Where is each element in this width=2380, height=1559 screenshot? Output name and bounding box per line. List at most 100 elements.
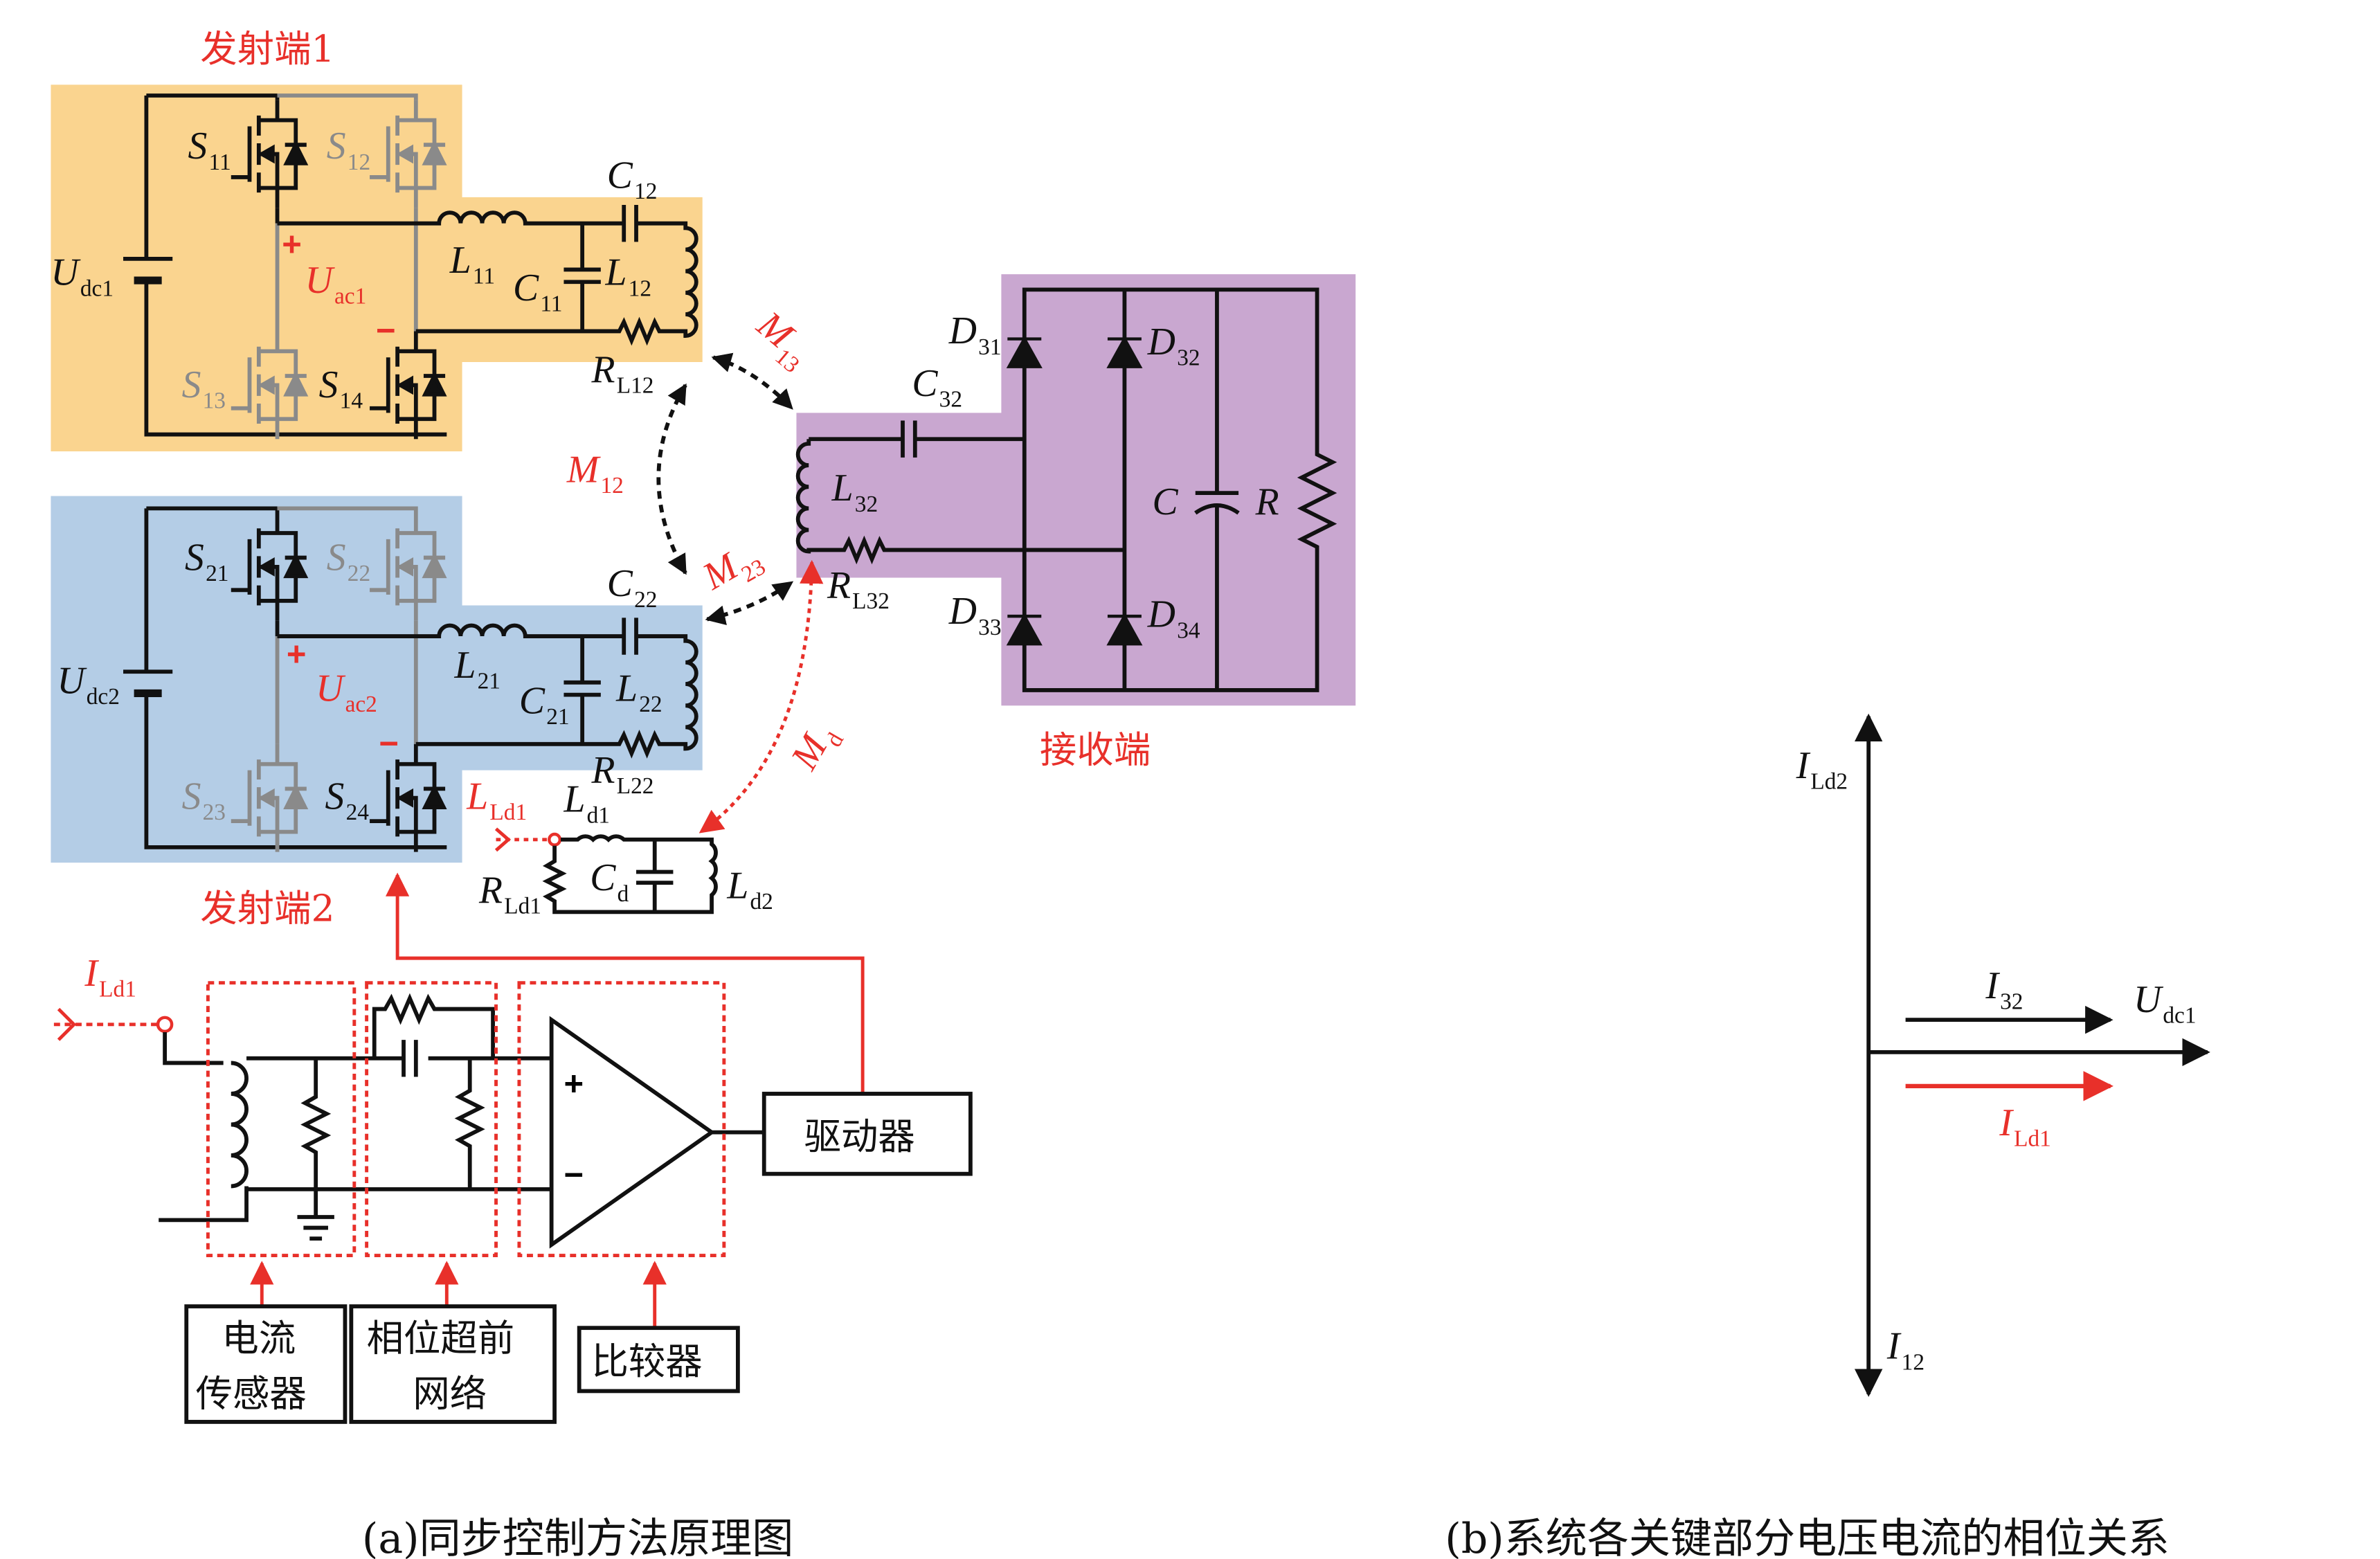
mutual-inductance-arrows [656, 352, 824, 833]
uac1-minus: − [376, 312, 396, 350]
uac2-plus: + [287, 636, 307, 673]
label-symbol: I [1886, 1325, 1902, 1368]
driver-box [761, 1092, 973, 1176]
label-subscript: 21 [478, 669, 501, 694]
label-symbol: C [607, 562, 633, 605]
label-subscript: 12 [629, 276, 651, 301]
receiver-circuit [795, 287, 1337, 692]
current-sensor-box [184, 1304, 348, 1424]
label-subscript: 11 [473, 263, 495, 289]
phase-lead-label-1: 相位超前 [367, 1317, 515, 1360]
label-symbol: R [1255, 480, 1279, 523]
label-subscript: d2 [750, 889, 773, 914]
label-symbol: I [1985, 964, 2000, 1007]
label-symbol: L [615, 667, 638, 710]
label-symbol: S [185, 536, 204, 579]
current-sensor-label-2: 传感器 [196, 1372, 307, 1416]
comparator-minus: − [564, 1156, 584, 1193]
label-subscript: Ld1 [504, 894, 541, 919]
label-symbol: R [478, 869, 503, 912]
transmitter-2-title: 发射端2 [200, 887, 334, 930]
label-md: Md [782, 716, 849, 781]
label-subscript: dc1 [80, 276, 114, 301]
caption-a: (a)同步控制方法原理图 [362, 1515, 793, 1559]
label-subscript: 34 [1177, 618, 1200, 643]
phasor-diagram [1854, 713, 2210, 1397]
label-symbol: S [182, 363, 201, 406]
label-subscript: d1 [587, 802, 610, 828]
label-symbol: U [305, 259, 336, 302]
comparator-label: 比较器 [591, 1340, 702, 1383]
label-subscript: 32 [1177, 345, 1200, 370]
label-subscript: 13 [203, 388, 226, 414]
label-symbol: D [1147, 321, 1175, 363]
label-symbol: U [51, 251, 81, 294]
caption-b: (b)系统各关键部分电压电流的相位关系 [1445, 1515, 2170, 1559]
label-symbol: L [563, 778, 585, 821]
label-symbol: L [453, 644, 476, 687]
diode-icons [1006, 335, 1143, 646]
label-symbol: D [948, 590, 977, 633]
label-subscript: Ld2 [1810, 768, 1848, 794]
label-symbol: S [327, 536, 346, 579]
label-subscript: 21 [546, 704, 569, 730]
label-symbol: R [827, 564, 851, 606]
label-subscript: 32 [939, 386, 962, 412]
transmitter-1-title: 发射端1 [200, 27, 334, 71]
label-symbol: C [1152, 480, 1178, 523]
label-symbol: R [591, 748, 615, 791]
label-subscript: 24 [346, 800, 370, 825]
label-symbol: C [519, 679, 546, 722]
label-subscript: Ld1 [2014, 1126, 2051, 1152]
receiver-title: 接收端 [1040, 728, 1151, 772]
label-m23: M23 [695, 532, 770, 604]
label-subscript: 31 [978, 334, 1001, 360]
label-subscript: 12 [600, 473, 623, 498]
comparator-plus: + [564, 1065, 584, 1103]
transmitter-2-region [51, 496, 703, 863]
label-symbol: C [607, 154, 633, 197]
label-symbol: I [1999, 1101, 2014, 1144]
label-subscript: ac2 [345, 692, 377, 717]
label-symbol: I [1796, 744, 1811, 787]
label-subscript: 33 [978, 615, 1001, 640]
label-subscript: L12 [617, 372, 654, 398]
label-subscript: 21 [206, 561, 228, 586]
label-symbol: S [188, 125, 207, 168]
label-symbol: U [57, 659, 87, 702]
label-subscript: L32 [852, 588, 890, 614]
transmitter-1-region [51, 84, 703, 452]
label-symbol: C [513, 267, 539, 309]
label-symbol: R [591, 348, 615, 391]
label-symbol: L [449, 239, 471, 282]
label-subscript: 11 [209, 150, 231, 175]
phase-lead-network-box [349, 1304, 557, 1424]
label-subscript: 22 [639, 692, 662, 717]
label-symbol: I [84, 952, 99, 995]
label-symbol: S [182, 775, 201, 818]
label-subscript: 32 [855, 492, 878, 517]
label-symbol: M [566, 449, 601, 492]
